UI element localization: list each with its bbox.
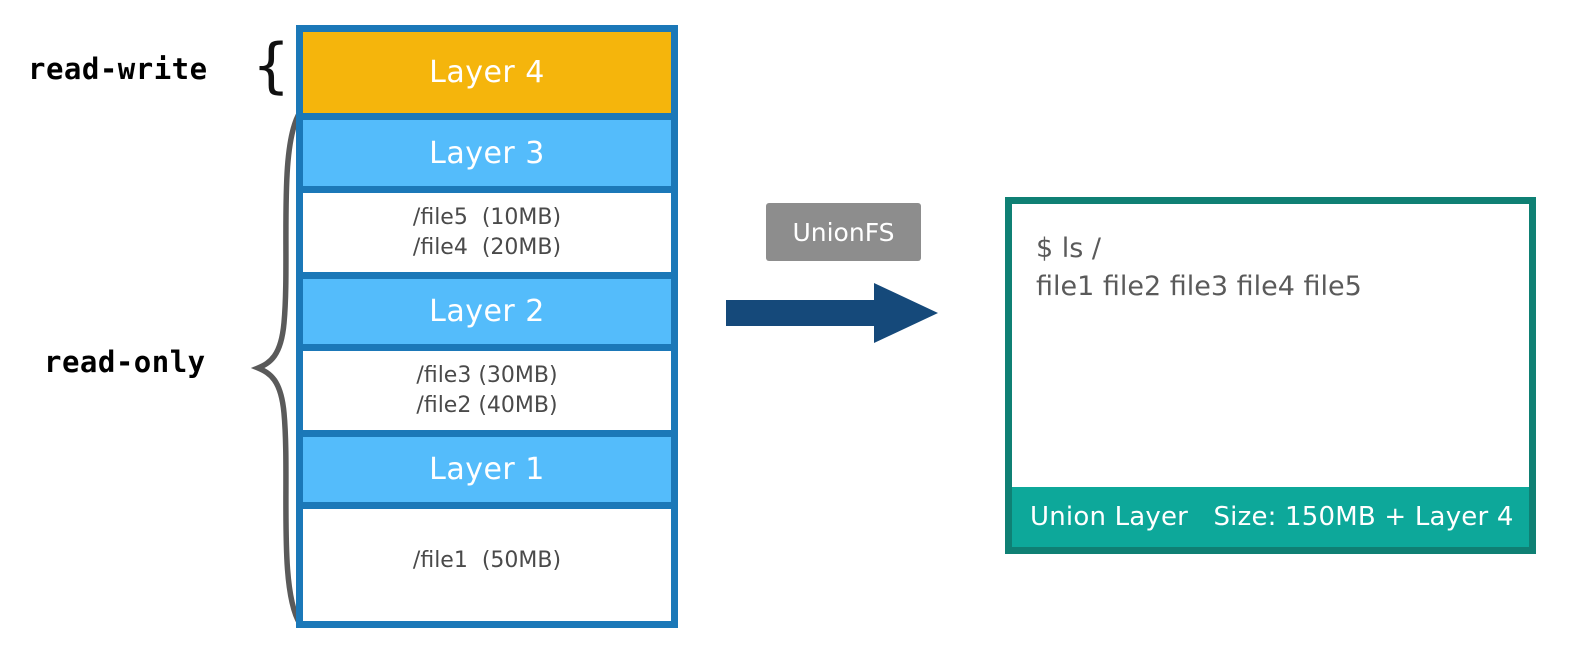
unionfs-tag: UnionFS <box>766 203 921 261</box>
layer-title: Layer 2 <box>429 294 545 329</box>
read-write-label: read-write <box>28 52 208 86</box>
file-entry: /file5 (10MB) <box>412 204 562 230</box>
union-layer-summary: Union Layer Size: 150MB + Layer 4 <box>1030 502 1514 532</box>
union-layer-footer: Union Layer Size: 150MB + Layer 4 <box>1012 487 1529 547</box>
file-entry: /file2 (40MB) <box>416 392 558 418</box>
layer-row-layer-1[interactable]: Layer 1 <box>303 430 671 502</box>
terminal-output: $ ls / file1 file2 file3 file4 file5 <box>1012 204 1529 487</box>
terminal-prompt-line: $ ls / <box>1036 233 1102 264</box>
read-only-label: read-only <box>44 345 206 379</box>
layer-row-layer-3[interactable]: Layer 3 <box>303 113 671 186</box>
layer-files-layer-3: /file5 (10MB) /file4 (20MB) <box>303 186 671 272</box>
terminal-file-list: file1 file2 file3 file4 file5 <box>1036 271 1362 303</box>
layer-row-layer-4[interactable]: Layer 4 <box>303 32 671 113</box>
union-result-panel: $ ls / file1 file2 file3 file4 file5 Uni… <box>1005 197 1536 554</box>
file-entry: /file3 (30MB) <box>416 362 558 388</box>
file-entry: /file1 (50MB) <box>412 547 562 573</box>
layer-title: Layer 4 <box>429 55 545 90</box>
arrow-right-icon <box>726 283 938 343</box>
layer-files-layer-1: /file1 (50MB) <box>303 502 671 612</box>
layer-title: Layer 3 <box>429 135 545 171</box>
read-write-brace-icon: { <box>252 31 291 101</box>
layer-row-layer-2[interactable]: Layer 2 <box>303 272 671 344</box>
image-layer-stack: Layer 4 Layer 3 /file5 (10MB) /file4 (20… <box>296 25 678 628</box>
layer-files-layer-2: /file3 (30MB) /file2 (40MB) <box>303 344 671 430</box>
read-only-brace-icon <box>250 109 303 627</box>
file-entry: /file4 (20MB) <box>412 234 562 260</box>
unionfs-tag-label: UnionFS <box>792 217 895 247</box>
layer-title: Layer 1 <box>429 452 545 487</box>
